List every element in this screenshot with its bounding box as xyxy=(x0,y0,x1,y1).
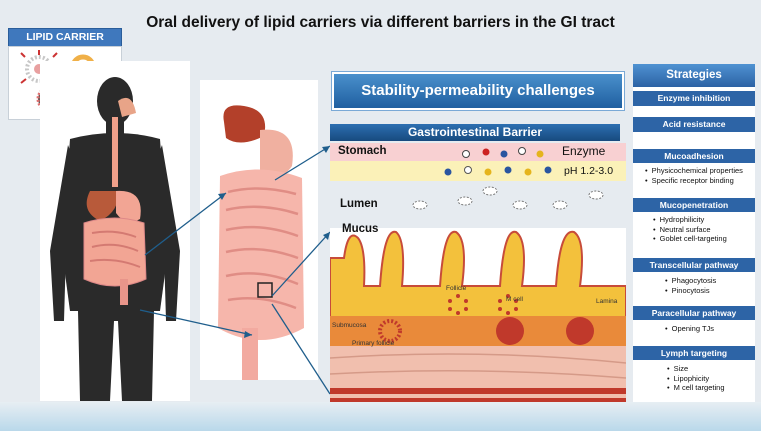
list-item: Pinocytosis xyxy=(665,286,761,296)
mucus-label: Mucus xyxy=(342,223,379,235)
enzyme-label: Enzyme xyxy=(562,144,606,158)
strategy-paracellular-pathway: Paracellular pathway xyxy=(633,306,755,320)
stomach-band: Stomach Enzyme xyxy=(330,143,626,161)
strategies-panel: Strategies Enzyme inhibition Acid resist… xyxy=(633,64,755,402)
list-item: Physicochemical properties xyxy=(645,166,761,176)
stability-permeability-banner: Stability-permeability challenges xyxy=(332,72,624,110)
list-item: Hydrophilicity xyxy=(653,215,761,225)
list-item: Goblet cell-targeting xyxy=(653,234,761,244)
strategy-mucoadhesion: Mucoadhesion xyxy=(633,149,755,163)
gi-organ-illustration xyxy=(218,105,304,380)
gi-organ-panel xyxy=(200,80,318,380)
ph-label: pH 1.2-3.0 xyxy=(564,165,614,177)
list-item: Lipophicity xyxy=(667,374,761,384)
paracellular-list: Opening TJs xyxy=(633,324,761,334)
list-item: Opening TJs xyxy=(665,324,761,334)
strategy-transcellular-pathway: Transcellular pathway xyxy=(633,258,755,272)
strategy-mucopenetration: Mucopenetration xyxy=(633,198,755,212)
liver-organ xyxy=(223,105,266,143)
strategy-enzyme-inhibition: Enzyme inhibition xyxy=(633,91,755,106)
list-item: Neutral surface xyxy=(653,225,761,235)
strategies-title: Strategies xyxy=(633,64,755,87)
human-silhouette xyxy=(50,77,180,401)
lymph-targeting-list: Size Lipophicity M cell targeting xyxy=(633,364,761,393)
list-item: Phagocytosis xyxy=(665,276,761,286)
follicle-label: Follicle xyxy=(446,285,467,292)
stomach xyxy=(116,190,141,222)
list-item: Specific receptor binding xyxy=(645,176,761,186)
background-floor xyxy=(0,402,761,431)
mucoadhesion-list: Physicochemical properties Specific rece… xyxy=(633,166,761,185)
lumen-particles xyxy=(412,186,604,210)
liver xyxy=(86,191,119,221)
list-item: Size xyxy=(667,364,761,374)
acid-particles xyxy=(444,166,552,176)
gi-barrier-banner: Gastrointestinal Barrier xyxy=(330,124,620,141)
lamina-label: Lamina xyxy=(596,298,618,305)
human-body-panel xyxy=(40,61,190,401)
enzyme-particles xyxy=(462,147,544,158)
transcellular-list: Phagocytosis Pinocytosis xyxy=(633,276,761,295)
m-cell-label: M cell xyxy=(506,296,523,303)
primary-follicle-label: Primary follicle xyxy=(352,340,395,347)
strategy-lymph-targeting: Lymph targeting xyxy=(633,346,755,360)
submucosa-label: Submucosa xyxy=(332,322,367,329)
intestines xyxy=(83,217,147,287)
mucopenetration-list: Hydrophilicity Neutral surface Goblet ce… xyxy=(633,215,761,244)
lumen-label: Lumen xyxy=(340,198,378,210)
intestinal-wall-illustration: Follicle M cell Lamina Submucosa Primary… xyxy=(329,228,627,398)
strategy-acid-resistance: Acid resistance xyxy=(633,117,755,132)
list-item: M cell targeting xyxy=(667,383,761,393)
stomach-label: Stomach xyxy=(338,145,387,157)
esophagus xyxy=(112,117,118,187)
ph-band: pH 1.2-3.0 xyxy=(330,161,626,181)
intestinal-tissue xyxy=(329,228,627,398)
lipid-carrier-label: LIPID CARRIER xyxy=(8,28,122,47)
figure-title: Oral delivery of lipid carriers via diff… xyxy=(146,14,615,31)
